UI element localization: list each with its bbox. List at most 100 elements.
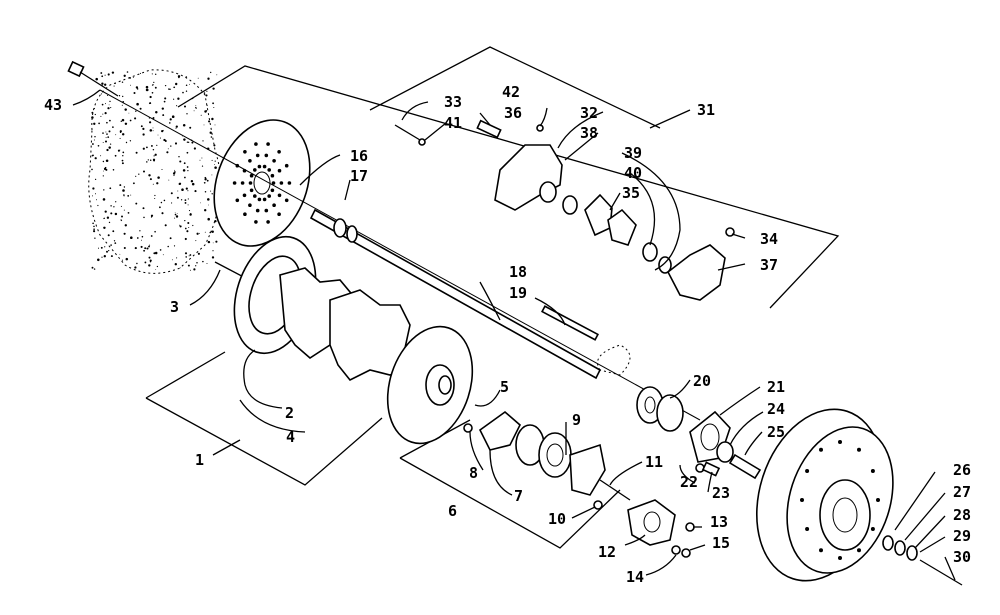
engine-speckle: [146, 146, 148, 149]
engine-speckle: [212, 242, 214, 244]
engine-speckle: [139, 107, 142, 110]
engine-speckle: [161, 107, 164, 110]
engine-speckle: [183, 138, 186, 141]
engine-speckle: [119, 137, 121, 139]
disc-hole: [279, 181, 284, 185]
engine-speckle: [207, 217, 210, 221]
engine-speckle: [184, 252, 188, 255]
engine-speckle: [191, 182, 195, 186]
engine-speckle: [108, 249, 110, 252]
engine-speckle: [136, 88, 139, 90]
engine-speckle: [154, 230, 156, 233]
engine-speckle: [133, 91, 136, 95]
engine-speckle: [163, 138, 166, 142]
engine-speckle: [163, 199, 166, 202]
engine-speckle: [110, 212, 113, 215]
driven-disc-hole: [870, 527, 875, 531]
engine-speckle: [113, 240, 116, 242]
engine-speckle: [174, 263, 177, 266]
engine-speckle: [132, 182, 135, 185]
disc-hole: [262, 164, 267, 169]
engine-speckle: [134, 247, 137, 250]
engine-speckle: [149, 244, 151, 246]
callout-34: 34: [760, 230, 778, 248]
engine-speckle: [155, 110, 158, 114]
engine-speckle: [120, 205, 122, 207]
callout-28: 28: [953, 506, 971, 524]
engine-speckle: [123, 246, 126, 250]
engine-speckle: [105, 160, 107, 161]
engine-speckle: [206, 179, 209, 182]
engine-speckle: [214, 160, 216, 162]
drive-clutch-assembly: [214, 235, 474, 445]
engine-speckle: [189, 213, 192, 216]
engine-speckle: [127, 195, 130, 197]
engine-speckle: [104, 210, 107, 213]
engine-speckle: [211, 174, 213, 176]
engine-speckle: [152, 148, 155, 151]
engine-speckle: [194, 190, 197, 193]
engine-speckle: [107, 136, 110, 138]
engine-speckle: [188, 226, 190, 229]
disc-hole: [267, 168, 272, 172]
engine-speckle: [121, 81, 124, 83]
engine-speckle: [195, 240, 197, 242]
engine-speckle: [130, 194, 132, 196]
engine-speckle: [121, 215, 123, 218]
engine-speckle: [159, 206, 161, 209]
engine-speckle: [102, 198, 106, 201]
callout-2: 2: [285, 404, 294, 422]
engine-speckle: [106, 133, 108, 135]
engine-speckle: [182, 124, 186, 127]
engine-speckle: [115, 201, 117, 203]
engine-speckle: [163, 100, 166, 103]
engine-speckle: [159, 137, 161, 139]
callout-16: 16: [350, 147, 368, 165]
engine-speckle: [167, 148, 169, 150]
engine-speckle: [156, 265, 159, 268]
engine-speckle: [145, 88, 149, 92]
engine-speckle: [186, 230, 189, 233]
engine-speckle: [186, 141, 189, 143]
engine-speckle: [91, 116, 94, 119]
engine-speckle: [206, 90, 208, 92]
engine-speckle: [122, 189, 125, 192]
disc-hole: [254, 142, 258, 146]
engine-speckle: [148, 264, 151, 267]
engine-speckle: [114, 154, 117, 157]
callout-41: 41: [444, 114, 462, 132]
engine-speckle: [152, 183, 154, 185]
callout-20: 20: [693, 372, 711, 390]
callout-18: 18: [509, 263, 527, 281]
engine-speckle: [176, 257, 178, 259]
engine-speckle: [97, 258, 100, 262]
disc-hole: [257, 197, 262, 202]
engine-speckle: [164, 84, 167, 87]
engine-speckle: [175, 215, 179, 218]
disc-hole: [270, 188, 275, 193]
callout-36: 36: [504, 104, 522, 122]
engine-speckle: [188, 255, 190, 257]
engine-speckle: [205, 110, 208, 112]
engine-speckle: [106, 216, 110, 219]
engine-speckle: [154, 194, 156, 197]
engine-speckle: [186, 151, 189, 154]
engine-speckle: [209, 131, 212, 134]
engine-speckle: [140, 245, 143, 248]
engine-speckle: [134, 266, 137, 269]
engine-speckle: [121, 118, 125, 122]
bearing-20: [597, 344, 684, 432]
disc-hole: [284, 163, 289, 168]
engine-speckle: [174, 213, 177, 216]
engine-speckle: [189, 83, 190, 85]
engine-speckle: [187, 204, 189, 206]
disc-hole: [266, 220, 270, 224]
engine-speckle: [119, 131, 122, 134]
engine-speckle: [91, 155, 93, 157]
engine-speckle: [124, 224, 127, 227]
engine-speckle: [203, 181, 206, 184]
engine-speckle: [135, 86, 139, 89]
engine-speckle: [185, 76, 188, 78]
engine-speckle: [139, 72, 142, 74]
engine-speckle: [109, 100, 111, 103]
